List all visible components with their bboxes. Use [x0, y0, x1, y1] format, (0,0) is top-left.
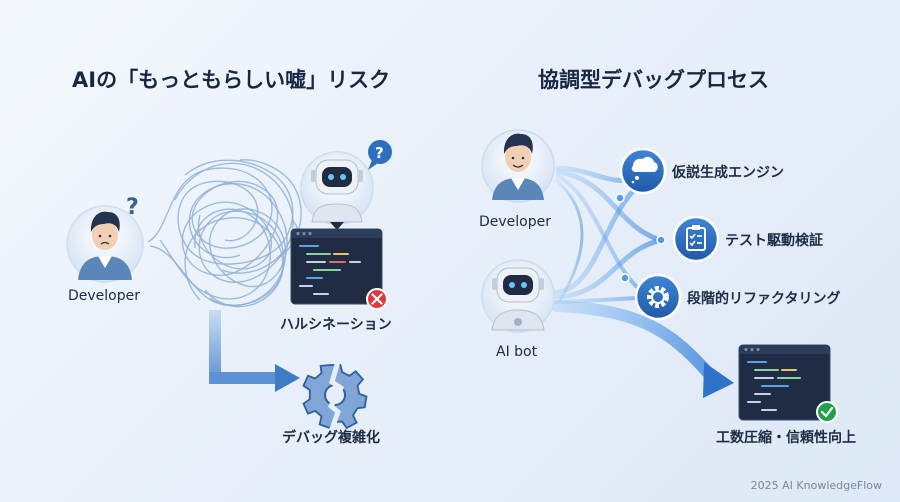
step-refactor-label: 段階的リファクタリング	[687, 291, 841, 307]
flow-streams	[550, 165, 716, 381]
robot-avatar-left	[300, 151, 374, 225]
gear-icon	[634, 273, 682, 321]
result-arrowhead	[703, 362, 734, 398]
developer-label-right: Developer	[479, 214, 552, 230]
code-window-left	[290, 222, 383, 305]
debug-complexity-label: デバッグ複雑化	[282, 430, 380, 446]
checklist-icon	[672, 215, 720, 263]
developer-avatar-left	[66, 205, 144, 283]
speech-bubble-icon	[619, 147, 667, 195]
broken-gear-icon	[302, 357, 368, 435]
hallucination-label: ハルシネーション	[280, 317, 392, 333]
developer-label-left: Developer	[68, 288, 141, 304]
connector-dots	[615, 193, 666, 283]
question-mark-icon: ?	[126, 195, 139, 220]
ai-bot-label: AI bot	[496, 344, 538, 360]
robot-avatar-right	[481, 259, 555, 333]
code-window-right	[738, 344, 831, 421]
svg-text:?: ?	[375, 144, 384, 162]
tangled-lines	[147, 159, 302, 308]
footer-credit: 2025 AI KnowledgeFlow	[750, 479, 882, 492]
debug-arrow	[209, 310, 300, 392]
step-test-label: テスト駆動検証	[725, 233, 823, 249]
developer-avatar-right	[481, 129, 555, 203]
left-panel-title: AIの「もっともらしい嘘」リスク	[72, 68, 391, 92]
step-hypothesis-label: 仮説生成エンジン	[672, 165, 784, 181]
question-bubble-icon: ?	[368, 140, 392, 170]
error-x-icon	[366, 288, 388, 310]
result-label: 工数圧縮・信頼性向上	[716, 430, 856, 446]
right-panel-title: 協調型デバッグプロセス	[538, 68, 769, 92]
success-check-icon	[816, 401, 838, 423]
